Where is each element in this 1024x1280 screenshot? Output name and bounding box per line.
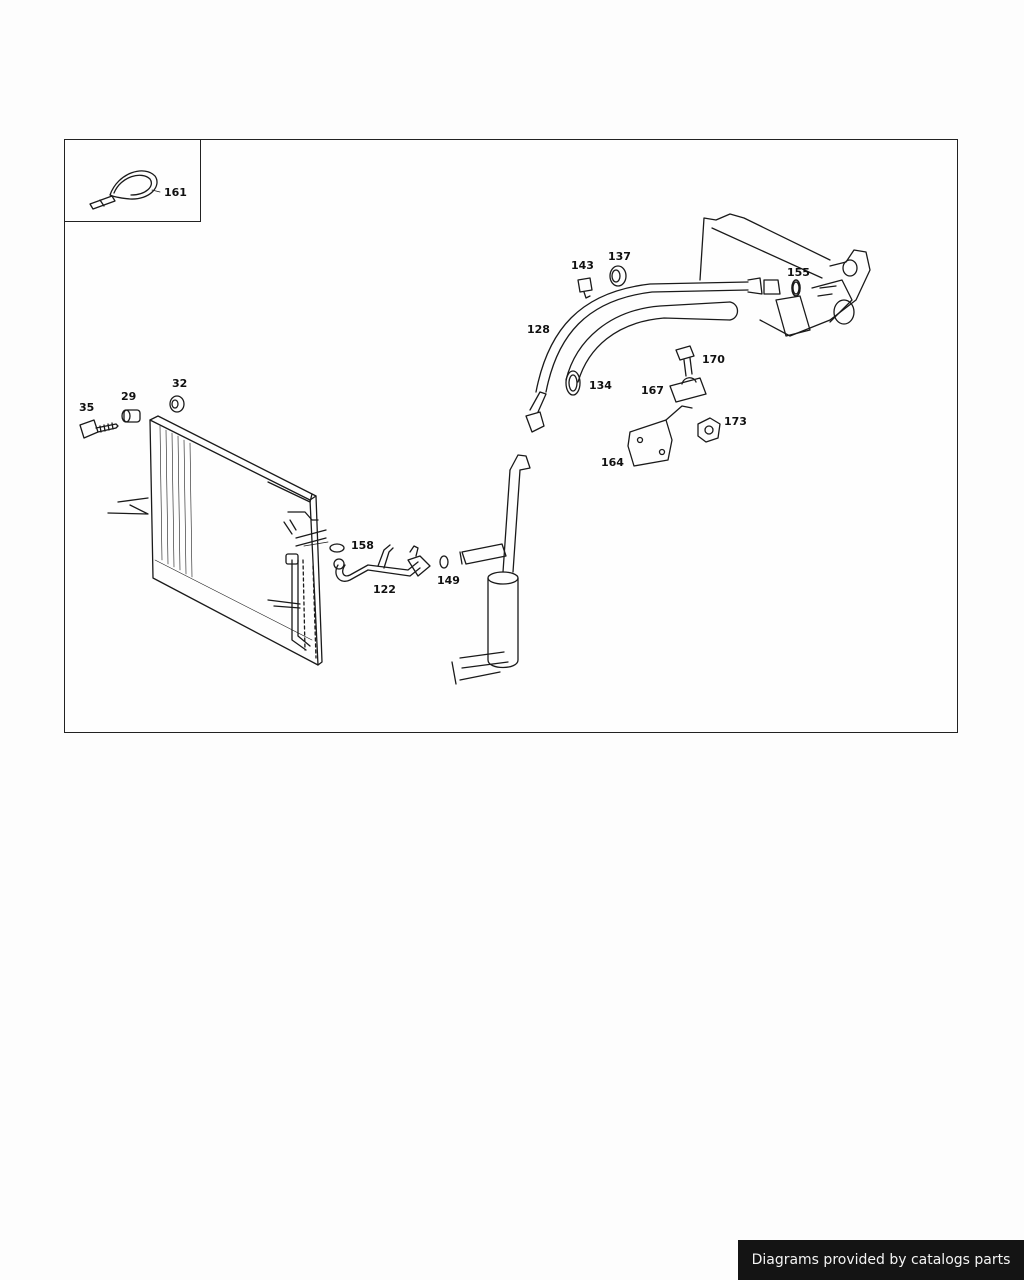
diagram-frame xyxy=(64,139,958,733)
bolt-143-part xyxy=(577,277,593,299)
callout-32: 32 xyxy=(172,377,187,390)
o-ring-155-part xyxy=(791,279,801,297)
bushing-29-part xyxy=(121,409,141,423)
callout-164: 164 xyxy=(601,456,624,469)
callout-167: 167 xyxy=(641,384,664,397)
callout-173: 173 xyxy=(724,415,747,428)
grommet-32-part xyxy=(169,395,185,413)
receiver-dryer-part xyxy=(451,454,531,685)
hose-128-part xyxy=(525,277,781,433)
cable-tie-part xyxy=(89,170,158,210)
compressor-part xyxy=(699,213,871,337)
callout-158: 158 xyxy=(351,539,374,552)
cap-137-part xyxy=(609,265,627,287)
callout-170: 170 xyxy=(702,353,725,366)
callout-35: 35 xyxy=(79,401,94,414)
callout-155: 155 xyxy=(787,266,810,279)
leader-lines xyxy=(151,189,329,547)
bracket-164-part xyxy=(627,405,693,467)
nut-173-part xyxy=(697,417,721,443)
callout-137: 137 xyxy=(608,250,631,263)
refrigerant-line-122-part xyxy=(329,543,449,582)
callout-134: 134 xyxy=(589,379,612,392)
condenser-part xyxy=(107,415,327,666)
callout-122: 122 xyxy=(373,583,396,596)
bolt-170-part xyxy=(675,345,695,377)
detail-inset-box xyxy=(64,139,201,222)
callout-128: 128 xyxy=(527,323,550,336)
clamp-167-part xyxy=(669,377,707,403)
credit-banner[interactable]: Diagrams provided by catalogs parts xyxy=(738,1240,1024,1280)
callout-161: 161 xyxy=(164,186,187,199)
callout-29: 29 xyxy=(121,390,136,403)
hose-134-part xyxy=(565,301,739,396)
callout-143: 143 xyxy=(571,259,594,272)
callout-149: 149 xyxy=(437,574,460,587)
screw-35-part xyxy=(79,419,119,439)
